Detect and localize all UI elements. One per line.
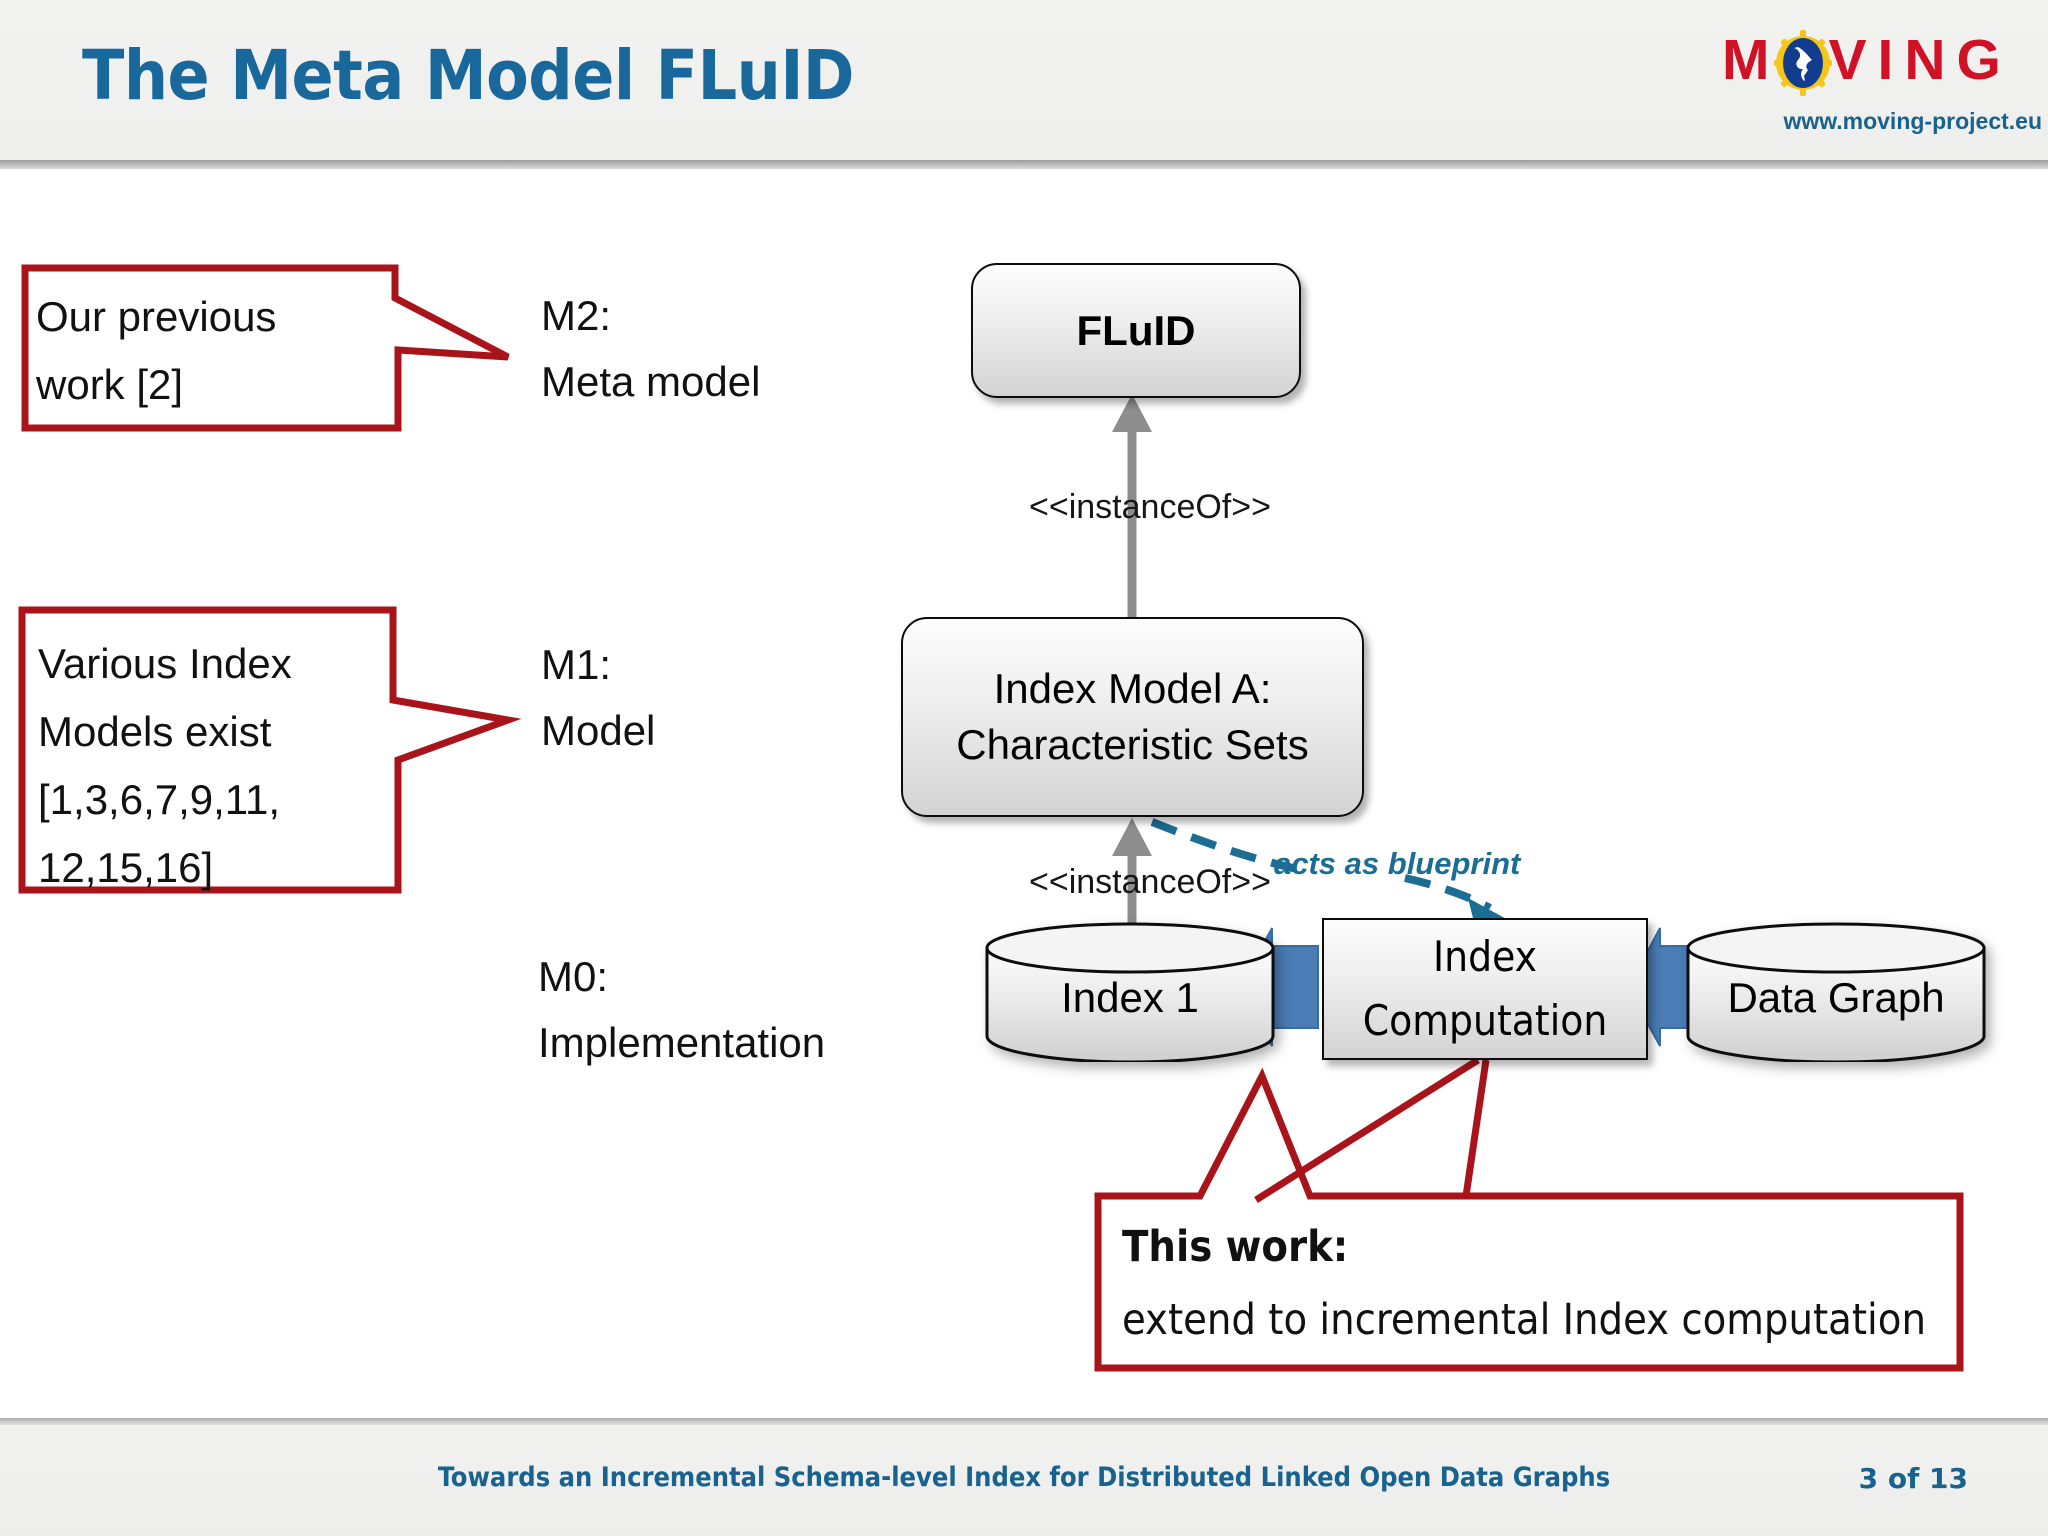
node-data-graph[interactable]: Data Graph <box>1686 922 1986 1062</box>
node-index-1[interactable]: Index 1 <box>985 922 1275 1062</box>
edge-label-acts-as-blueprint: acts as blueprint <box>1274 846 1521 881</box>
node-fluid[interactable]: FLuID <box>971 263 1301 398</box>
moving-logo[interactable]: M VING www.moving-project.eu <box>1722 24 2042 134</box>
node-index-model-a[interactable]: Index Model A: Characteristic Sets <box>901 617 1364 817</box>
footer-divider <box>0 1418 2048 1425</box>
callout-various-index-text: Various Index Models exist [1,3,6,7,9,11… <box>38 640 292 891</box>
acts-as-blueprint-line-right <box>1404 874 1492 912</box>
this-work-leader-left <box>1254 1057 1480 1203</box>
level-label-m0: M0: Implementation <box>538 953 826 1066</box>
logo-letter-m: M <box>1722 28 1781 92</box>
slide-header <box>0 0 2048 160</box>
logo-wordmark: M VING <box>1722 24 2042 96</box>
page-number: 3 of 13 <box>1858 1462 1968 1495</box>
callout-this-work-body: extend to incremental Index computation <box>1122 1295 1926 1345</box>
instanceof-upper-arrowhead <box>1112 394 1152 432</box>
edge-label-instanceof-lower: <<instanceOf>> <box>1029 863 1271 901</box>
logo-url[interactable]: www.moving-project.eu <box>1783 108 2042 134</box>
callout-this-work-title: This work: <box>1122 1222 1349 1272</box>
footer-title: Towards an Incremental Schema-level Inde… <box>437 1462 1611 1493</box>
level-label-m1: M1: Model <box>541 641 656 754</box>
instanceof-lower-arrowhead <box>1112 818 1152 856</box>
this-work-leader-right <box>1462 1059 1490 1197</box>
node-data-graph-label: Data Graph <box>1727 974 1945 1021</box>
page-title: The Meta Model FLuID <box>82 36 854 116</box>
edge-label-instanceof-upper: <<instanceOf>> <box>1029 488 1271 526</box>
callout-previous-work-text: Our previous work [2] <box>36 293 277 408</box>
slide-footer <box>0 1425 2048 1536</box>
level-label-m2: M2: Meta model <box>541 292 761 405</box>
header-divider <box>0 160 2048 169</box>
node-index-computation[interactable]: Index Computation <box>1322 918 1648 1060</box>
node-index-1-label: Index 1 <box>1061 974 1199 1021</box>
logo-letters-ving: VING <box>1828 28 2012 92</box>
globe-gear-icon <box>1774 30 1832 96</box>
